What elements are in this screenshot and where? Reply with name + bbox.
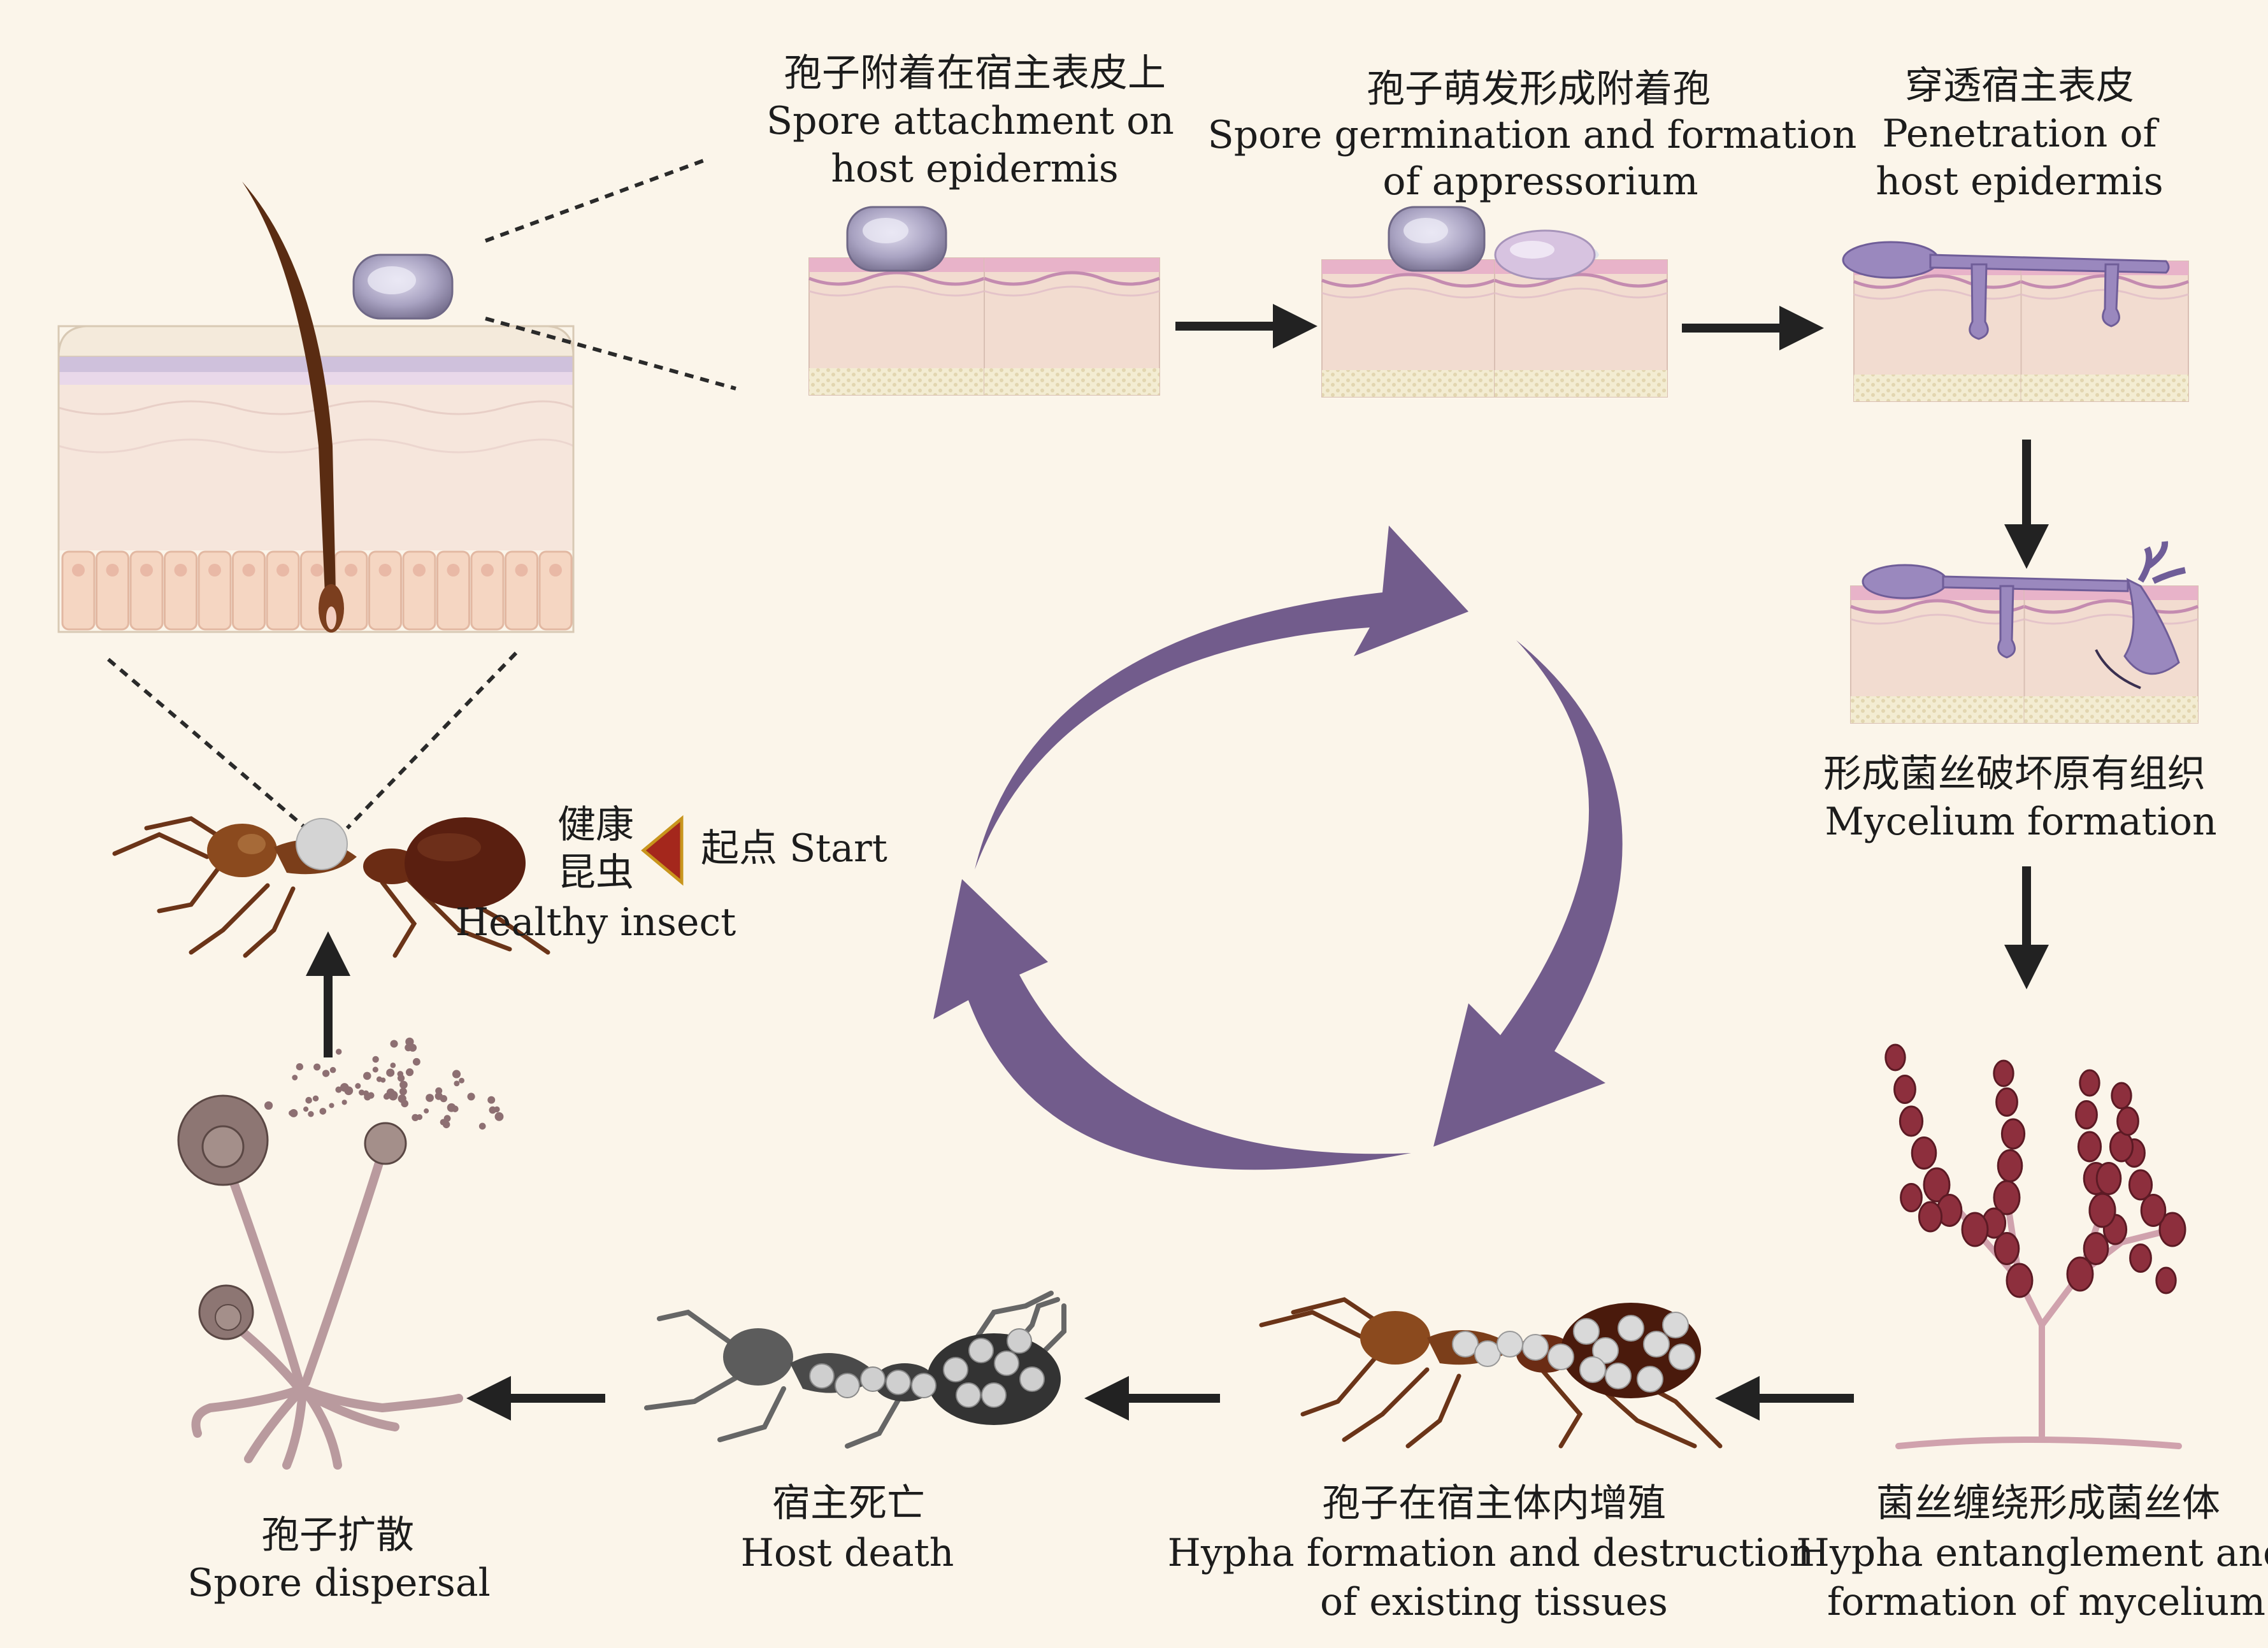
label-entanglement-en-1: Hypha entanglement and (1797, 1531, 2268, 1575)
label-proliferation-cn: 孢子在宿主体内增殖 (1322, 1481, 1666, 1526)
label-attachment-cn: 孢子附着在宿主表皮上 (784, 51, 1166, 96)
skin-section-germination-icon (1321, 259, 1668, 398)
skin-section-penetration-icon (1853, 261, 2189, 402)
label-penetration-en-1: Penetration of (1882, 111, 2159, 156)
label-proliferation-en-1: Hypha formation and destruction (1168, 1531, 1814, 1575)
penetrating-hypha-icon (1842, 241, 2170, 340)
label-dispersal-en-1: Spore dispersal (187, 1561, 491, 1605)
infected-ant-icon (1259, 1297, 1723, 1449)
spore-icon (352, 254, 454, 320)
label-penetration-cn: 穿透宿主表皮 (1905, 64, 2134, 108)
label-penetration-en-2: host epidermis (1876, 159, 2163, 204)
label-entanglement-en-2: formation of mycelium (1827, 1580, 2265, 1624)
label-proliferation-en-2: of existing tissues (1320, 1580, 1668, 1624)
dead-ant-icon (644, 1291, 1066, 1449)
label-germination-en-2: of appressorium (1382, 159, 1698, 204)
label-entanglement-cn: 菌丝缠绕形成菌丝体 (1876, 1481, 2220, 1526)
skin-section-attachment-icon (808, 257, 1160, 396)
label-death-en-1: Host death (741, 1531, 954, 1575)
zoom-lines (107, 157, 736, 830)
label-mycelium-en-1: Mycelium formation (1825, 799, 2216, 844)
label-healthy-cn-2: 昆虫 (557, 850, 634, 895)
label-germination-en-1: Spore germination and formation (1208, 113, 1857, 157)
conidiophore-icon (177, 1037, 504, 1470)
label-attachment-en-1: Spore attachment on (766, 99, 1174, 143)
branching-hypha-icon (1862, 541, 2186, 689)
cycle-arrow-icon (933, 526, 1623, 1170)
attached-spore-icon (846, 206, 947, 272)
label-death-cn: 宿主死亡 (772, 1481, 925, 1526)
cordyceps-fruiting-icon (1884, 1043, 2186, 1449)
stage-labels: 孢子附着在宿主表皮上 Spore attachment on host epid… (187, 51, 2268, 1624)
label-healthy-cn-1: 健康 (557, 803, 634, 847)
hair-follicle-icon (242, 182, 344, 633)
label-germination-cn: 孢子萌发形成附着孢 (1367, 67, 1711, 111)
start-marker-icon (641, 815, 684, 886)
healthy-ant-icon (112, 816, 550, 958)
label-start: 起点 Start (701, 826, 887, 871)
label-mycelium-cn: 形成菌丝破坏原有组织 (1823, 752, 2206, 796)
label-healthy-en-1: Healthy insect (456, 900, 736, 945)
label-attachment-en-2: host epidermis (831, 147, 1118, 191)
flow-arrows (306, 304, 2049, 1421)
label-dispersal-cn: 孢子扩散 (261, 1513, 414, 1558)
appressorium-spore-icon (1388, 206, 1599, 280)
